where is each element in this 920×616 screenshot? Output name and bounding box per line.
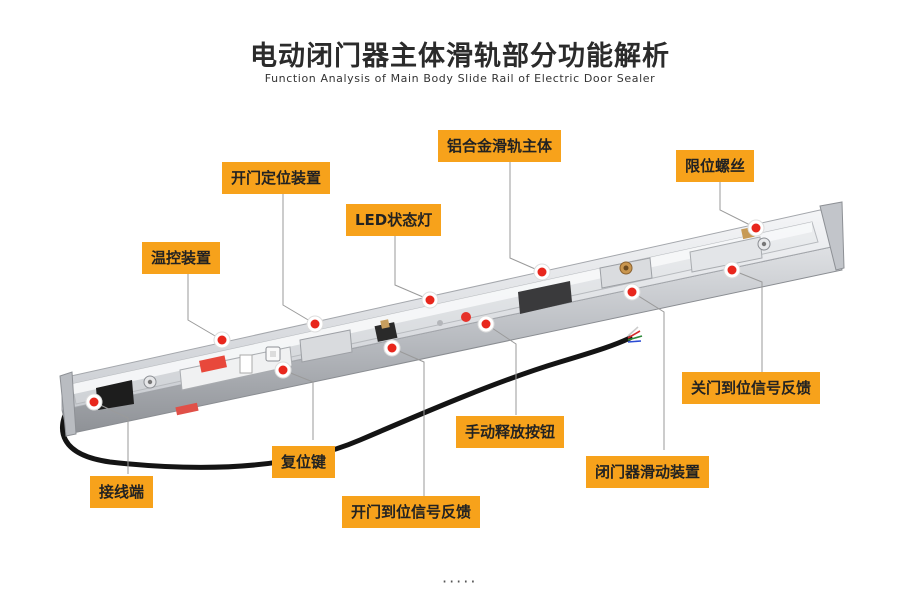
slider-dark-section	[518, 281, 572, 314]
marker-open-positioning	[306, 315, 324, 333]
label-open-feedback: 开门到位信号反馈	[342, 496, 481, 528]
marker-dots	[85, 219, 765, 411]
marker-closer-slider	[623, 283, 641, 301]
marker-limit-screw	[747, 219, 765, 237]
terminal-block	[96, 380, 134, 410]
marker-aluminum-body	[533, 263, 551, 281]
temp-switch	[199, 355, 227, 373]
marker-manual-release	[477, 315, 495, 333]
label-limit-screw: 限位螺丝	[676, 150, 755, 182]
label-manual-release: 手动释放按钮	[456, 416, 565, 448]
marker-open-feedback	[383, 339, 401, 357]
marker-temp-control	[213, 331, 231, 349]
label-open-positioning: 开门定位装置	[222, 162, 331, 194]
rail-end-right	[819, 201, 845, 271]
wire-blue	[627, 340, 642, 343]
marker-close-feedback	[723, 261, 741, 279]
leader-lines	[93, 162, 763, 498]
power-cable	[60, 335, 633, 470]
label-led-light: LED状态灯	[346, 204, 442, 236]
control-board	[179, 346, 293, 391]
wire-red	[627, 330, 641, 339]
wire-white	[627, 326, 639, 337]
marker-terminal	[85, 393, 103, 411]
page-subtitle: Function Analysis of Main Body Slide Rai…	[264, 72, 656, 85]
page-title: 电动闭门器主体滑轨部分功能解析	[250, 41, 670, 72]
right-section	[689, 236, 763, 273]
label-reset-key: 复位键	[272, 446, 336, 478]
rail-end-left	[59, 371, 77, 437]
label-terminal: 接线端	[90, 476, 154, 508]
label-closer-slider: 闭门器滑动装置	[586, 456, 710, 488]
microswitch	[374, 322, 398, 342]
footer-dots: ·····	[442, 572, 478, 591]
marker-reset-key	[274, 361, 292, 379]
led-lamp	[461, 312, 471, 322]
marker-led	[421, 291, 439, 309]
sticker	[175, 402, 199, 416]
positioning-block	[299, 329, 353, 363]
label-temp-control: 温控装置	[142, 242, 221, 274]
label-close-feedback: 关门到位信号反馈	[682, 372, 821, 404]
wire-green	[627, 335, 643, 341]
label-aluminum-body: 铝合金滑轨主体	[438, 130, 562, 162]
